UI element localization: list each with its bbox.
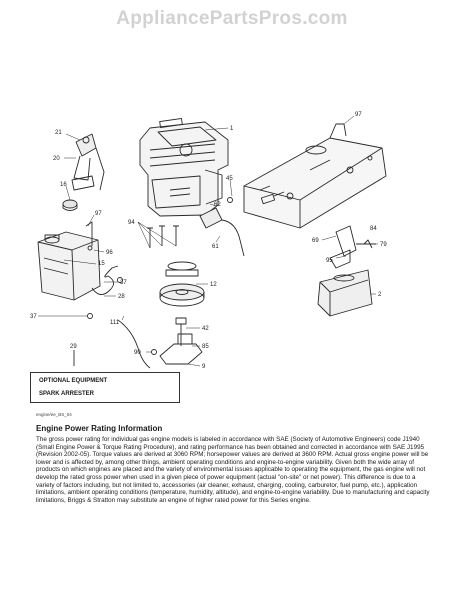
spark-arrester-label: SPARK ARRESTER [39, 391, 95, 397]
power-rating-title: Engine Power Rating Information [36, 424, 163, 433]
callout-97a: 97 [95, 211, 102, 217]
mounting-bolts[interactable] [147, 225, 179, 248]
bracket-rod[interactable] [159, 333, 203, 365]
callout-labels: 1 21 20 16 97 96 15 37 28 37 111 29 94 1… [30, 112, 387, 370]
optional-equipment-box: OPTIONAL EQUIPMENT SPARK ARRESTER [30, 372, 180, 403]
figure-caption: engine/ee_BS_04 [36, 412, 72, 417]
leader-lines [38, 115, 378, 367]
callout-96: 96 [106, 250, 113, 256]
fuel-line[interactable] [85, 221, 123, 319]
engine[interactable] [139, 118, 229, 217]
callout-61: 61 [212, 244, 219, 250]
pulley-bolt[interactable] [175, 317, 187, 346]
callout-37b: 37 [30, 314, 37, 320]
callout-90: 90 [134, 350, 141, 356]
callout-45: 45 [226, 176, 233, 182]
throttle-cable[interactable] [117, 319, 157, 369]
callout-16: 16 [60, 182, 67, 188]
power-rating-section: Engine Power Rating Information The gros… [36, 424, 430, 504]
callout-85: 85 [202, 344, 209, 350]
callout-42: 42 [202, 326, 209, 332]
callout-12: 12 [210, 282, 217, 288]
callout-20: 20 [53, 156, 60, 162]
callout-69: 69 [312, 238, 319, 244]
callout-97b: 97 [355, 112, 362, 118]
callout-21: 21 [55, 130, 62, 136]
ignition-switch[interactable] [71, 133, 105, 191]
callout-37a: 37 [120, 280, 127, 286]
callout-15: 15 [98, 261, 105, 267]
fuel-cap[interactable] [62, 199, 78, 211]
callout-29: 29 [70, 344, 77, 350]
callout-79: 79 [380, 242, 387, 248]
callout-2: 2 [378, 292, 382, 298]
callout-28: 28 [118, 294, 125, 300]
muffler[interactable] [317, 249, 373, 317]
engine-pulley[interactable] [159, 261, 205, 307]
watermark: AppliancePartsPros.com [116, 8, 348, 29]
callout-111: 111 [110, 320, 120, 326]
optional-equipment-label: OPTIONAL EQUIPMENT [39, 378, 108, 384]
power-rating-body: The gross power rating for individual ga… [36, 436, 430, 504]
callout-95: 95 [326, 258, 333, 264]
callout-84: 84 [370, 226, 377, 232]
frame[interactable] [243, 123, 387, 229]
callout-94: 94 [128, 220, 135, 226]
callout-9: 9 [202, 364, 206, 370]
fuel-tank[interactable] [37, 231, 101, 301]
callout-1: 1 [230, 126, 234, 132]
fuel-pump[interactable] [199, 197, 245, 257]
callout-62: 62 [214, 202, 221, 208]
